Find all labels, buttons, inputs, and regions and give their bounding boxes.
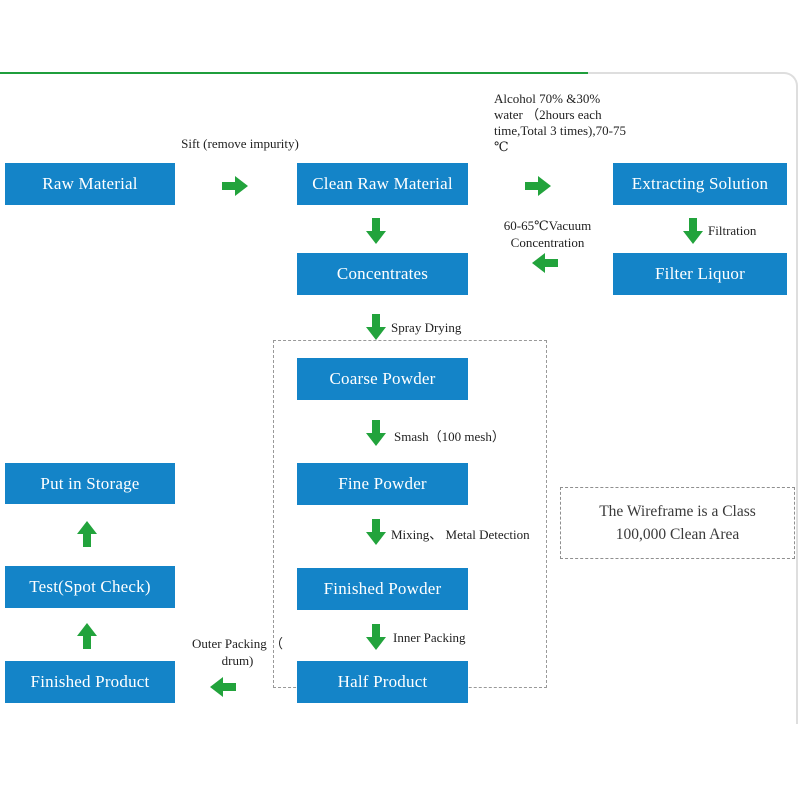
arrow-down-spray-drying-icon	[366, 314, 386, 340]
node-filter-liquor: Filter Liquor	[613, 253, 787, 295]
label-sift: Sift (remove impurity)	[181, 136, 299, 151]
node-put-in-storage: Put in Storage	[5, 463, 175, 504]
node-finished-powder: Finished Powder	[297, 568, 468, 610]
label-alcohol-extraction: Alcohol 70% &30% water （2hours each time…	[494, 91, 626, 154]
label-vacuum-concentration: 60-65℃Vacuum Concentration	[503, 218, 592, 250]
arrow-down-filtration-icon	[683, 218, 703, 244]
arrow-right-to-extracting-icon	[525, 176, 551, 196]
node-fine-powder: Fine Powder	[297, 463, 468, 505]
arrow-down-mixing-icon	[366, 519, 386, 545]
node-half-product: Half Product	[297, 661, 468, 703]
label-filtration: Filtration	[708, 223, 757, 238]
label-outer-packing: Outer Packing （ drum)	[192, 636, 283, 668]
page-frame-border	[588, 72, 798, 724]
arrow-left-outer-packing-icon	[210, 677, 236, 697]
label-inner-packing: Inner Packing	[393, 630, 466, 645]
clean-area-note: The Wireframe is a Class 100,000 Clean A…	[560, 487, 795, 559]
label-mixing-metal-detection: Mixing、 Metal Detection	[391, 527, 530, 542]
label-spray-drying: Spray Drying	[391, 320, 462, 335]
arrow-down-smash-icon	[366, 420, 386, 446]
node-extracting-solution: Extracting Solution	[613, 163, 787, 205]
top-green-rule	[0, 72, 588, 74]
node-clean-raw-material: Clean Raw Material	[297, 163, 468, 205]
arrow-right-sift-icon	[222, 176, 248, 196]
label-smash: Smash（100 mesh）	[394, 429, 505, 444]
arrow-down-inner-packing-icon	[366, 624, 386, 650]
arrow-up-test-to-storage-icon	[77, 521, 97, 547]
node-finished-product: Finished Product	[5, 661, 175, 703]
node-test-spot-check: Test(Spot Check)	[5, 566, 175, 608]
node-raw-material: Raw Material	[5, 163, 175, 205]
clean-area-note-text: The Wireframe is a Class 100,000 Clean A…	[599, 503, 756, 543]
arrow-down-clean-to-concentrates-icon	[366, 218, 386, 244]
arrow-up-finished-to-test-icon	[77, 623, 97, 649]
node-concentrates: Concentrates	[297, 253, 468, 295]
node-coarse-powder: Coarse Powder	[297, 358, 468, 400]
arrow-left-filter-to-concentrates-icon	[532, 253, 558, 273]
